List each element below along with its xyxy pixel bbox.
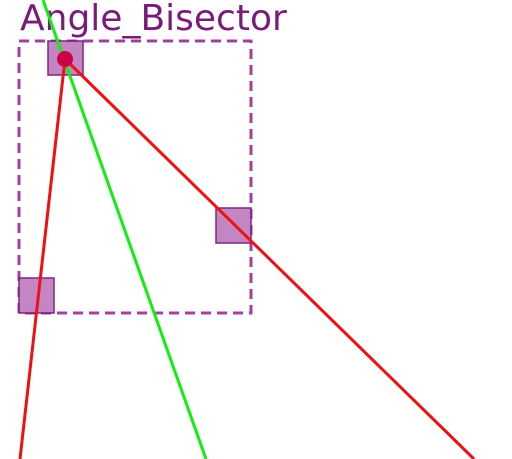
angle-ray-right[interactable] xyxy=(63,57,476,459)
angle-bisector-line[interactable] xyxy=(41,0,208,459)
angle-vertex-point[interactable] xyxy=(57,51,73,67)
selection-box[interactable] xyxy=(17,39,253,315)
resize-handle-top[interactable] xyxy=(47,40,84,76)
diagram-title: Angle_Bisector xyxy=(20,0,287,39)
angle-ray-left[interactable] xyxy=(18,58,67,459)
